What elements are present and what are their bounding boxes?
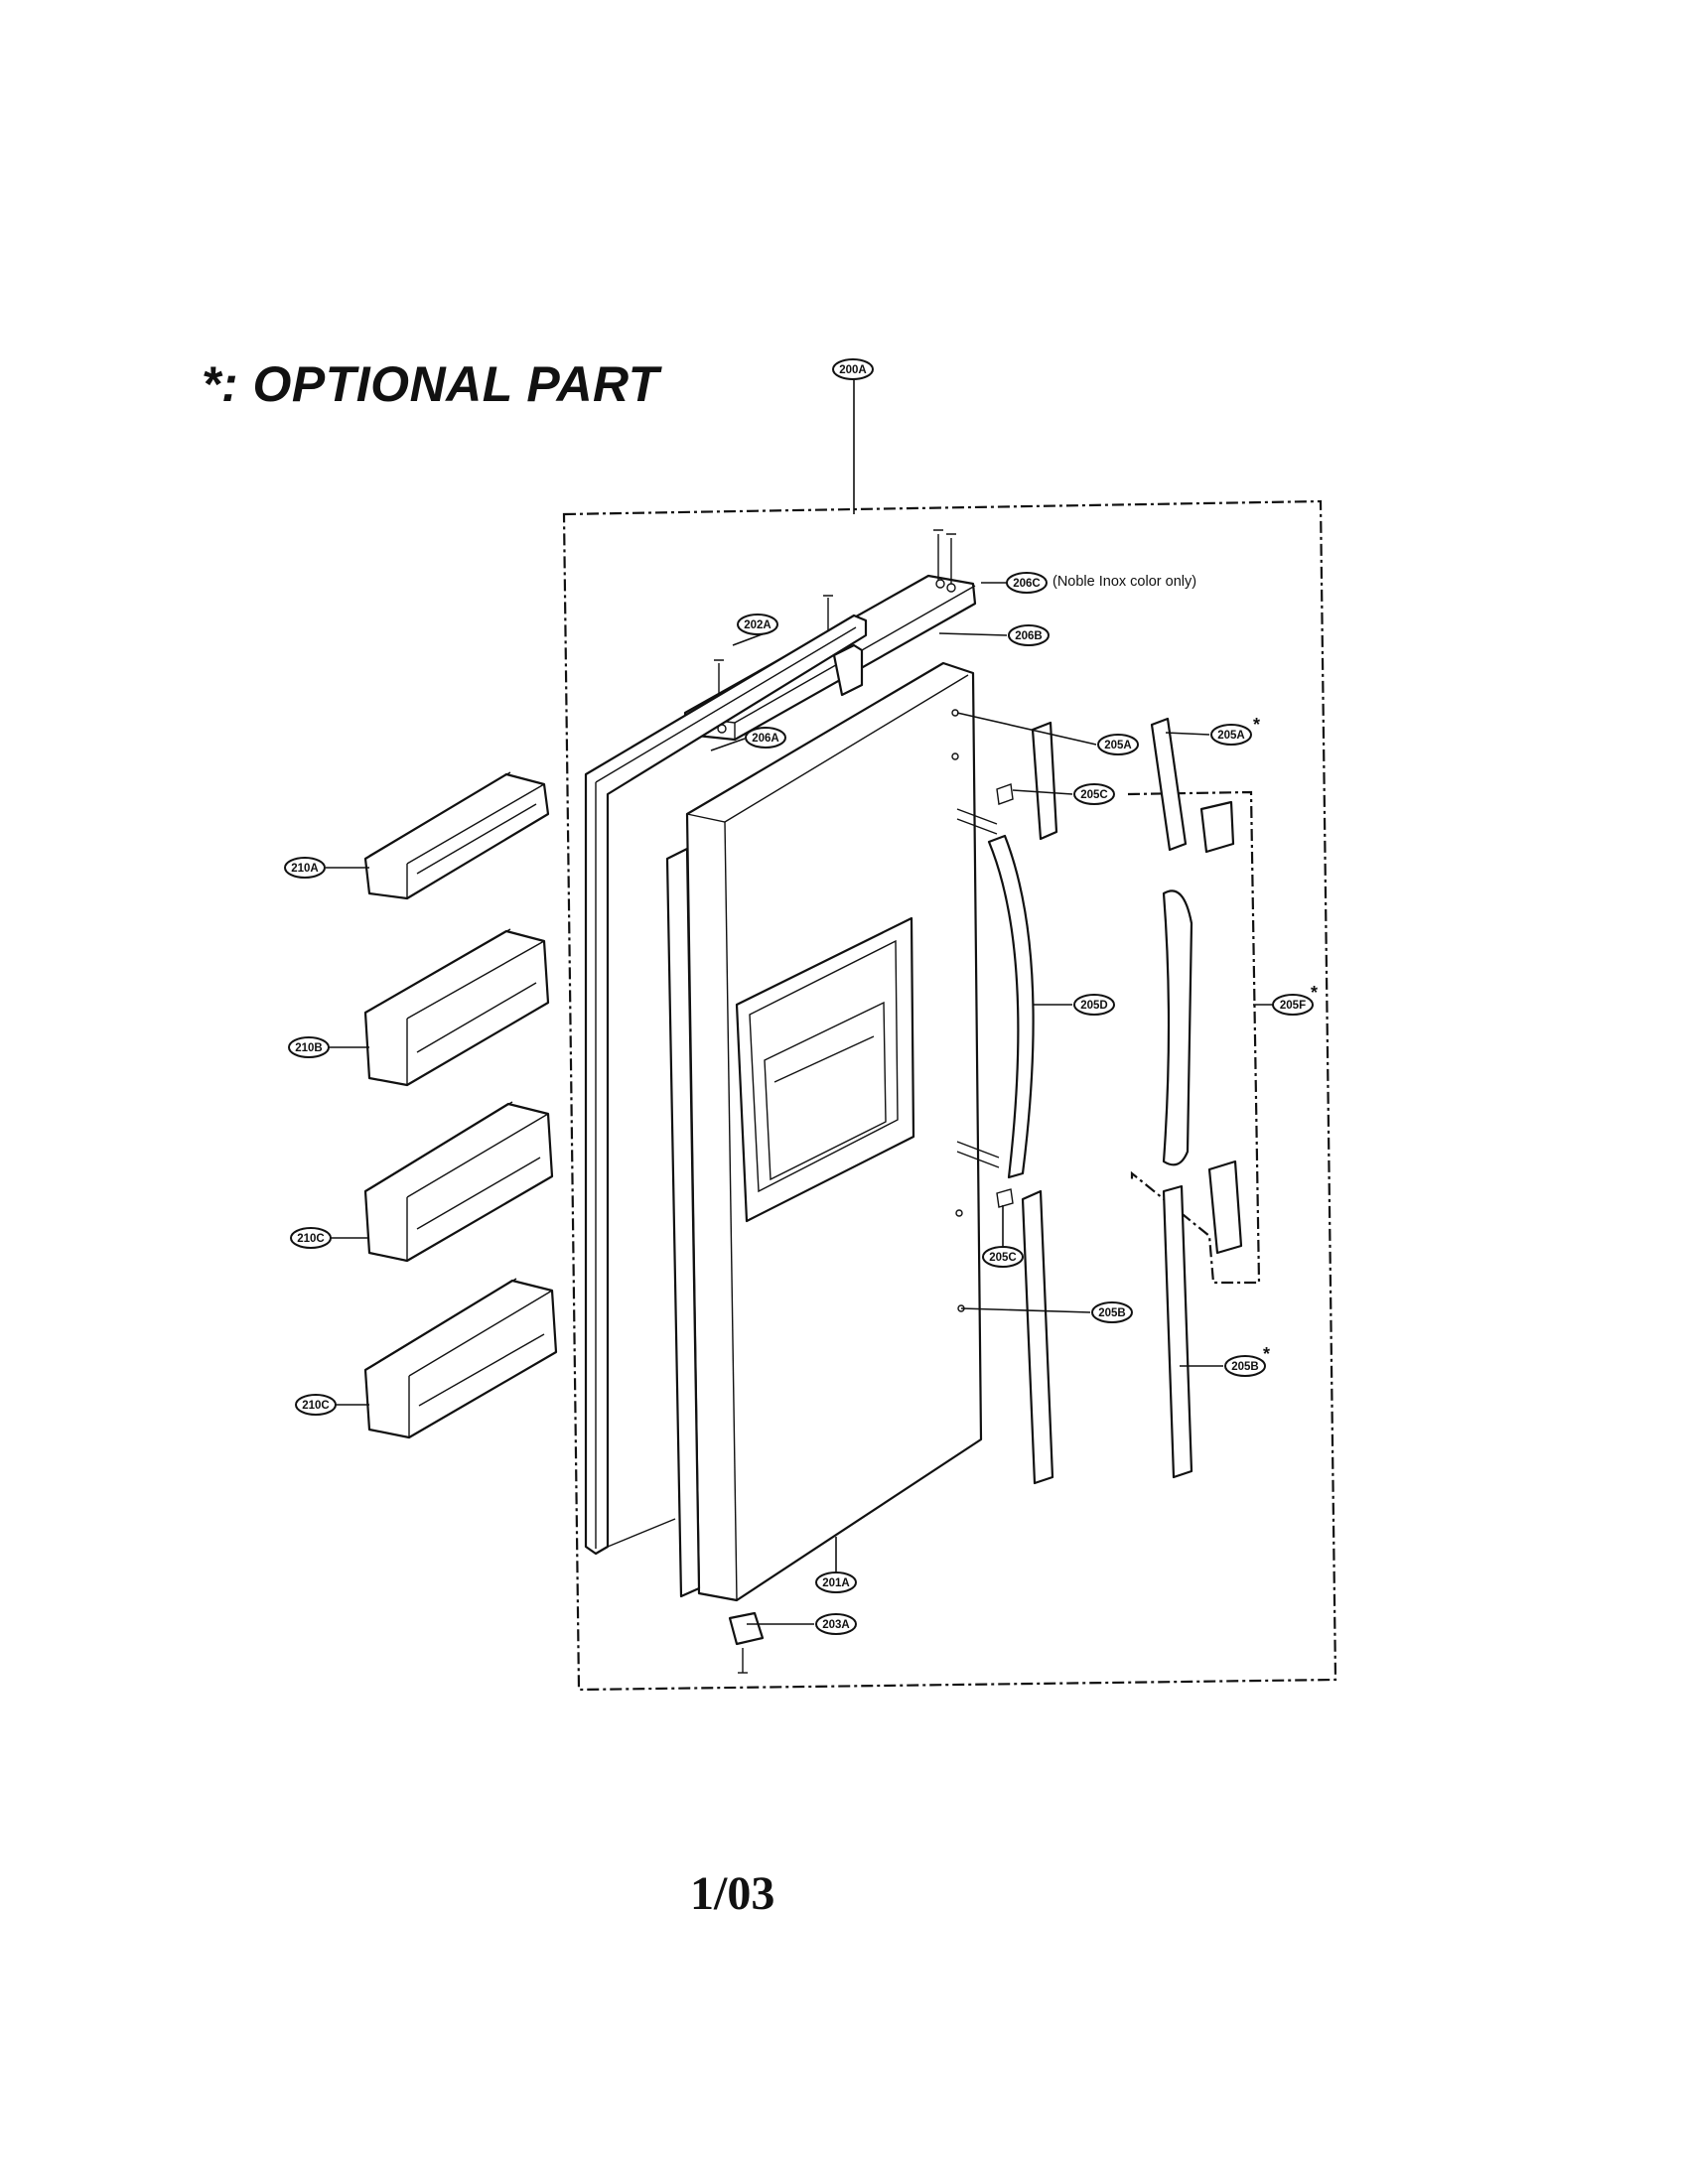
optional-marker-205a: * [1253,715,1260,735]
callout-203a: 203A [815,1613,857,1635]
handle-bottom-205b [1021,1189,1054,1485]
note-206c: (Noble Inox color only) [1052,574,1196,590]
callout-210b: 210B [288,1036,330,1058]
bottom-hinge-203a [728,1611,765,1674]
callout-210c-1-label: 210C [297,1233,325,1245]
callout-205c-bottom-label: 205C [989,1252,1017,1264]
callout-205a-optional: 205A * [1210,715,1260,746]
callout-200a: 200A [832,358,874,380]
handle-205d [987,834,1035,1179]
callout-206a: 206A [745,727,786,749]
callout-202a: 202A [737,614,778,635]
callout-206c-label: 206C [1013,578,1041,590]
callout-205c-top-label: 205C [1080,789,1108,801]
page-number: 1/03 [690,1867,775,1920]
callout-205b-label: 205B [1098,1307,1126,1319]
callout-205b: 205B [1091,1301,1133,1323]
callout-205d: 205D [1073,994,1115,1016]
callout-205b-optional-label: 205B [1231,1361,1259,1373]
callout-210c-2: 210C [295,1394,337,1416]
door-bin-210c-2 [363,1278,558,1439]
callout-206b-label: 206B [1015,630,1043,642]
optional-marker-205b: * [1263,1344,1270,1364]
callout-205b-optional: 205B * [1224,1344,1270,1377]
optional-handle-cap-205a [1150,717,1188,852]
optional-handle-bottom-205b [1162,1184,1193,1479]
callout-205d-label: 205D [1080,1000,1108,1012]
callout-203a-label: 203A [822,1619,850,1631]
callout-206a-label: 206A [752,733,779,745]
callout-206c: 206C (Noble Inox color only) [1006,572,1196,594]
door-gasket [584,614,868,1556]
callout-201a-label: 201A [822,1577,850,1589]
callout-210c-2-label: 210C [302,1400,330,1412]
optional-handle-205f [1162,800,1243,1255]
callout-205a-label: 205A [1104,740,1132,751]
door-bin-210b [363,928,550,1087]
callout-205f-optional: 205F * [1272,983,1318,1016]
callout-205f-optional-label: 205F [1280,1000,1306,1012]
callout-201a: 201A [815,1571,857,1593]
assembly-boundary [562,499,1337,1692]
heading-optional-part: *: OPTIONAL PART [202,356,659,412]
callout-206b: 206B [1008,624,1050,646]
leader-lines [326,371,1273,1625]
handle-clips-205c [956,783,1014,1208]
callout-205c-top: 205C [1073,783,1115,805]
handle-cap-205a [1031,721,1058,841]
callout-205a-optional-label: 205A [1217,730,1245,742]
door-bin-210a [363,771,550,900]
callout-200a-label: 200A [839,364,867,376]
callout-202a-label: 202A [744,619,772,631]
callout-210a-label: 210A [291,863,319,875]
callout-210a: 210A [284,857,326,879]
callout-205c-bottom: 205C [982,1246,1024,1268]
door-bin-210c-1 [363,1101,554,1263]
optional-marker-205f: * [1311,983,1318,1003]
callout-210b-label: 210B [295,1042,323,1054]
door-liner-202a [832,643,864,697]
door-panel-201a [665,661,983,1602]
callout-210c-1: 210C [290,1227,332,1249]
callout-205a: 205A [1097,734,1139,755]
